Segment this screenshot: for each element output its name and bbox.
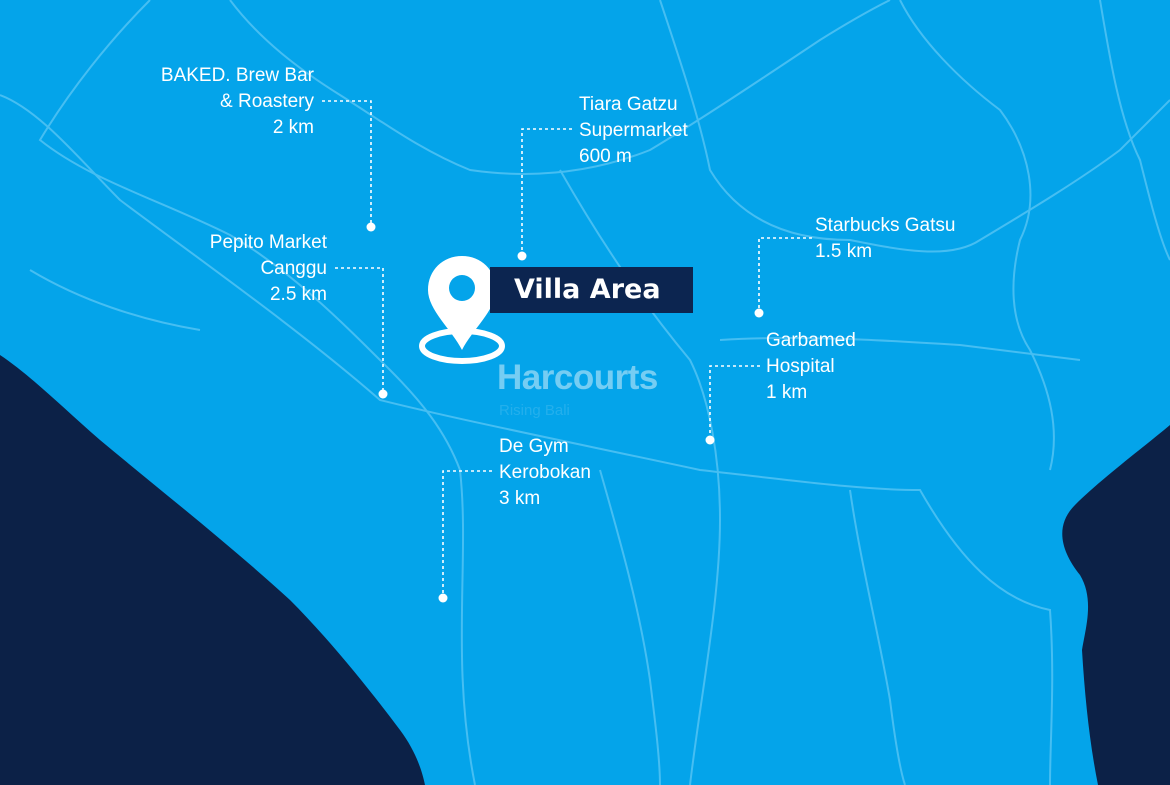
poi-name-line-2: & Roastery	[220, 91, 314, 112]
poi-name-line-1: De Gym	[499, 436, 569, 457]
poi-name-line-1: Starbucks Gatsu	[815, 215, 956, 236]
poi-name-line-1: Tiara Gatzu	[579, 94, 678, 115]
leader-line-starbucks	[758, 237, 812, 312]
west-sea	[0, 355, 425, 785]
harcourts-watermark: Harcourts	[497, 358, 658, 397]
poi-distance: 3 km	[499, 488, 541, 509]
poi-de-gym-kerobokan: De Gym Kerobokan 3 km	[499, 434, 591, 512]
leader-line-garbamed	[709, 365, 760, 440]
poi-baked-brew-bar: BAKED. Brew Bar & Roastery 2 km	[161, 63, 314, 141]
leader-line-tiara	[521, 128, 572, 256]
leader-line-degym	[442, 470, 492, 598]
poi-starbucks-gatsu: Starbucks Gatsu 1.5 km	[815, 213, 955, 265]
east-sea	[1062, 425, 1170, 785]
poi-distance: 2 km	[272, 117, 314, 138]
poi-name-line-2: Hospital	[766, 356, 835, 377]
poi-pepito-market-canggu: Pepito Market Canggu 2.5 km	[210, 230, 327, 308]
poi-distance: 1.5 km	[815, 241, 873, 262]
poi-distance: 1 km	[766, 382, 808, 403]
dot-tiara	[517, 251, 527, 261]
poi-distance: 600 m	[579, 146, 632, 167]
dot-garbamed	[705, 435, 715, 445]
poi-name-line-2: Supermarket	[579, 120, 688, 141]
leader-dots	[366, 222, 764, 603]
dot-baked	[366, 222, 376, 232]
poi-name-line-2: Kerobokan	[499, 462, 591, 483]
dot-degym	[438, 593, 448, 603]
poi-name-line-2: Canggu	[260, 258, 327, 279]
poi-distance: 2.5 km	[269, 284, 327, 305]
poi-tiara-gatzu-supermarket: Tiara Gatzu Supermarket 600 m	[579, 92, 688, 170]
poi-name-line-1: Garbamed	[766, 330, 856, 351]
leader-line-pepito	[335, 267, 384, 394]
location-pin-icon	[419, 256, 505, 364]
dot-pepito	[378, 389, 388, 399]
leader-line-baked	[322, 100, 372, 227]
harcourts-watermark-sub: Rising Bali	[499, 402, 570, 419]
villa-area-label: Villa Area	[490, 267, 693, 313]
poi-garbamed-hospital: Garbamed Hospital 1 km	[766, 328, 856, 406]
poi-name-line-1: Pepito Market	[209, 232, 327, 253]
dot-starbucks	[754, 308, 764, 318]
leader-lines	[322, 100, 812, 598]
poi-name-line-1: BAKED. Brew Bar	[160, 65, 314, 86]
